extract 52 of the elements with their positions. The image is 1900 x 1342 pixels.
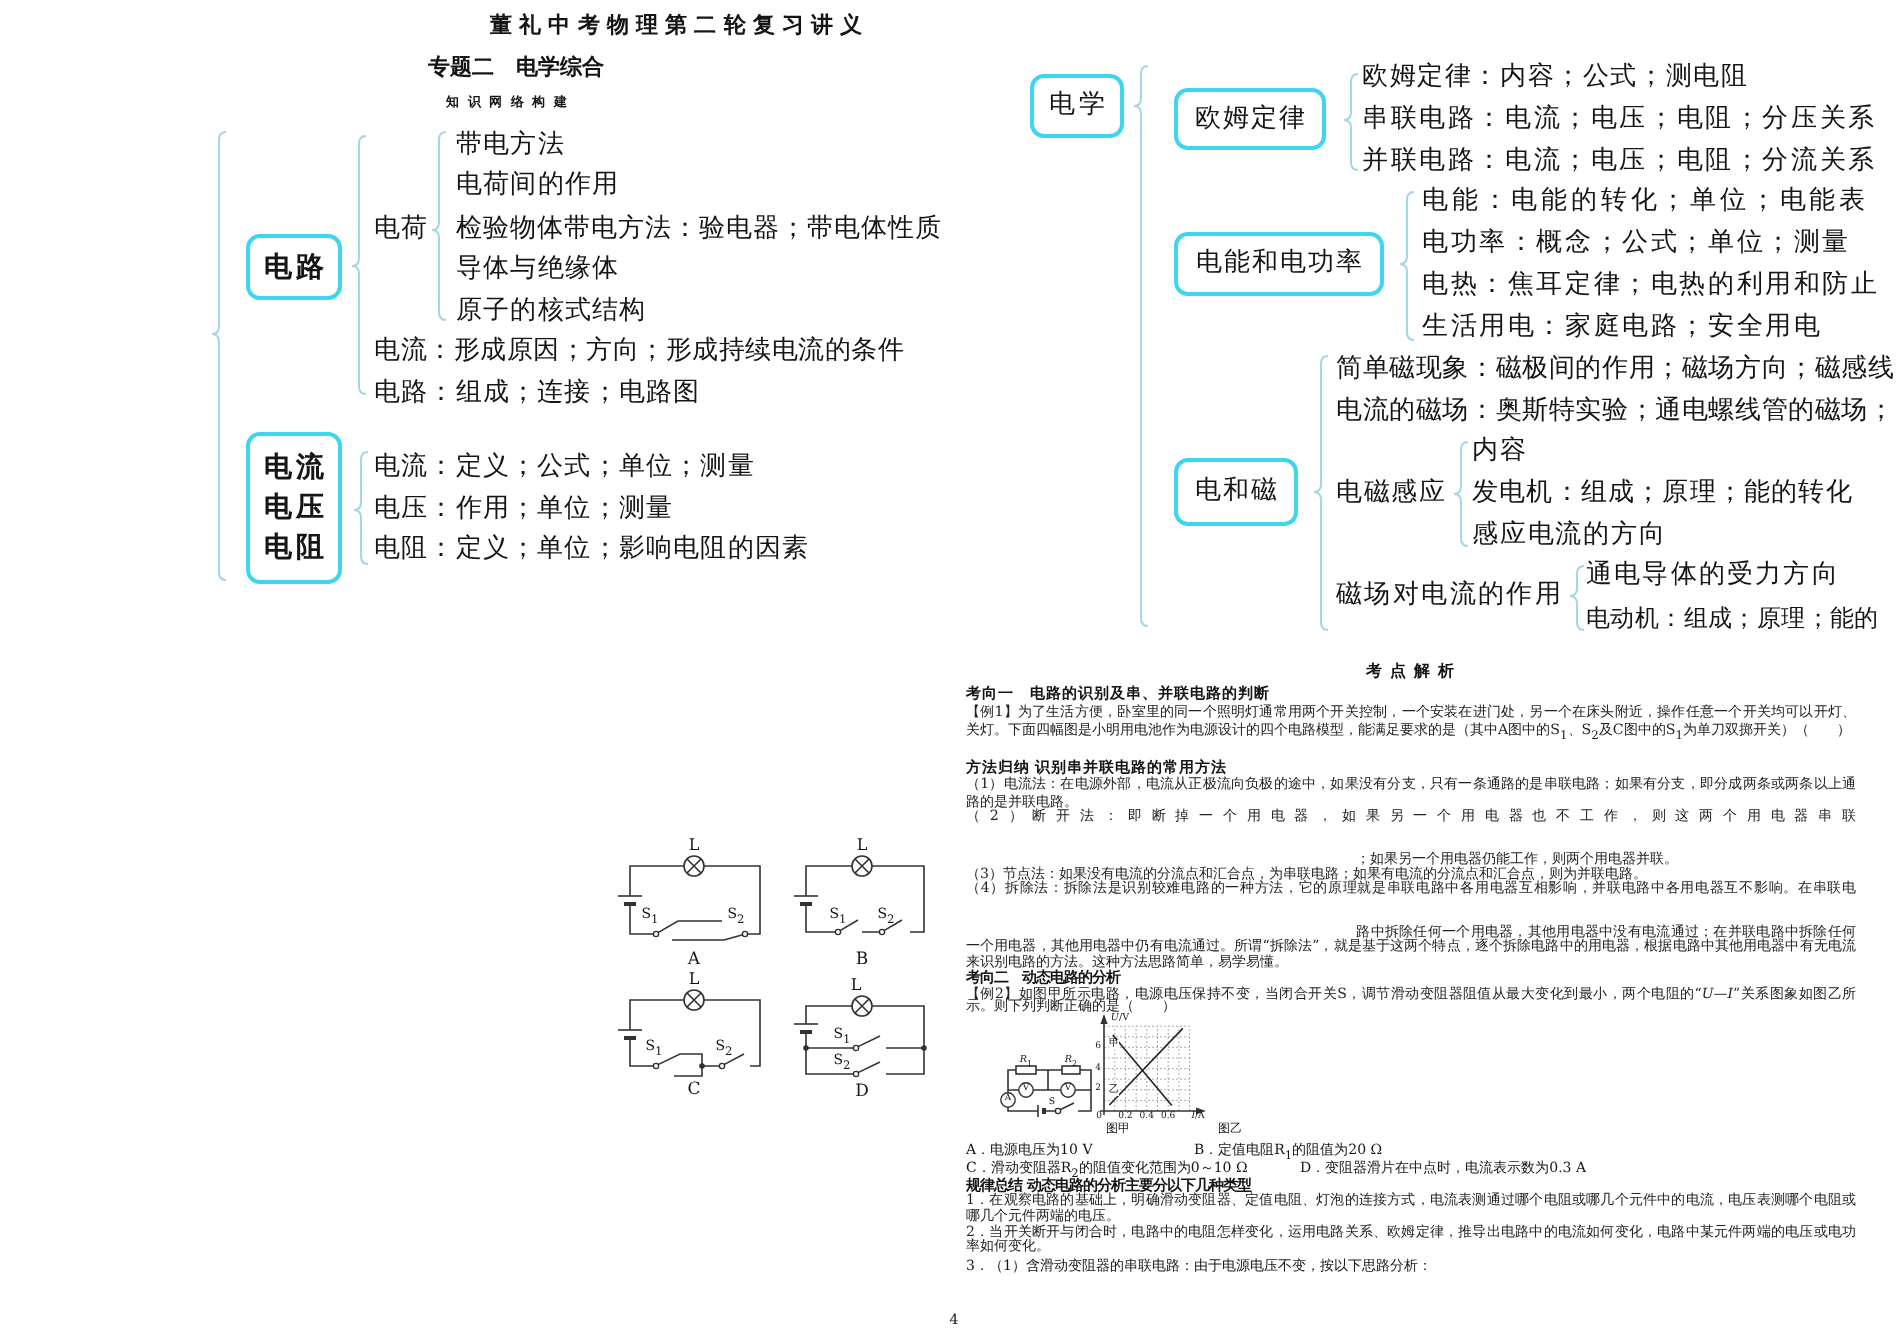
component-label: L [850,976,862,996]
topic-item: 并联电路：电流；电压；电阻；分流关系 [1362,145,1877,179]
topic-item: 电流：定义；公式；单位；测量 [374,451,755,485]
topic-item: 电流：形成原因；方向；形成持续电流的条件 [374,335,904,369]
topic-item: 带电方法 [456,129,565,163]
topic-label: 欧姆定律 [1195,101,1307,137]
topic-box [246,234,342,300]
topic-item: 电阻：定义；单位；影响电阻的因素 [374,533,810,567]
figure-caption: A [687,949,701,971]
topic-item: 原子的核式结构 [456,295,647,329]
topic-item: 欧姆定律：内容；公式；测电阻 [1362,61,1749,95]
topic-item: 简单磁现象：磁极间的作用；磁场方向；磁感线 [1336,354,1895,386]
topic-label: 电压 [264,490,328,528]
topic-item: 通电导体的受力方向 [1586,559,1840,593]
figure-caption: B [855,949,869,971]
topic-label: 电能和电功率 [1196,246,1364,282]
topic-box [246,432,342,584]
topic-label: 电学 [1049,88,1109,124]
component-label: L [688,836,700,856]
topic-box [1174,88,1326,150]
topic-box [1174,458,1298,526]
component-label: L [856,836,868,856]
topic-item: 导体与绝缘体 [456,253,620,287]
topic-item: 检验物体带电方法：验电器；带电体性质 [456,213,942,247]
topic-item: 电功率：概念；公式；单位；测量 [1422,227,1851,261]
topic-item: 电能：电能的转化；单位；电能表 [1422,185,1869,219]
topic-item: 电压：作用；单位；测量 [374,493,674,527]
topic-item: 电磁感应 [1336,477,1446,511]
figure-caption: C [687,1079,701,1101]
topic-box [1030,74,1124,138]
topic-label: 电阻 [264,530,328,568]
figure-caption: D [855,1081,869,1103]
topic-label: 电和磁 [1195,474,1279,510]
topic-label: 电流 [264,449,328,488]
topic-item: 发电机：组成；原理；能的转化 [1472,477,1853,511]
page-title: 专题二 电学综合 [428,54,604,82]
topic-item: 感应电流的方向 [1472,519,1667,553]
topic-item: 生活用电：家庭电路；安全用电 [1422,311,1823,345]
topic-label: 电路 [264,249,328,287]
topic-box [1174,232,1384,296]
topic-item: 内容 [1472,435,1528,469]
topic-item: 电路：组成；连接；电路图 [374,377,701,411]
topic-item: 电流的磁场：奥斯特实验；通电螺线管的磁场； [1336,396,1895,428]
topic-item: 电荷 [374,213,429,247]
topic-item: 电荷间的作用 [456,169,620,203]
topic-item: 串联电路：电流；电压；电阻；分压关系 [1362,103,1877,137]
section-heading: 考点解析 [1366,662,1462,682]
topic-item: 电热：焦耳定律；电热的利用和防止 [1422,269,1880,303]
running-header: 董礼中考物理第二轮复习讲义 [490,12,870,40]
topic-item: 磁场对电流的作用 [1336,579,1564,613]
component-label: L [688,970,700,990]
topic-item: 电动机：组成；原理；能的 [1586,603,1879,633]
